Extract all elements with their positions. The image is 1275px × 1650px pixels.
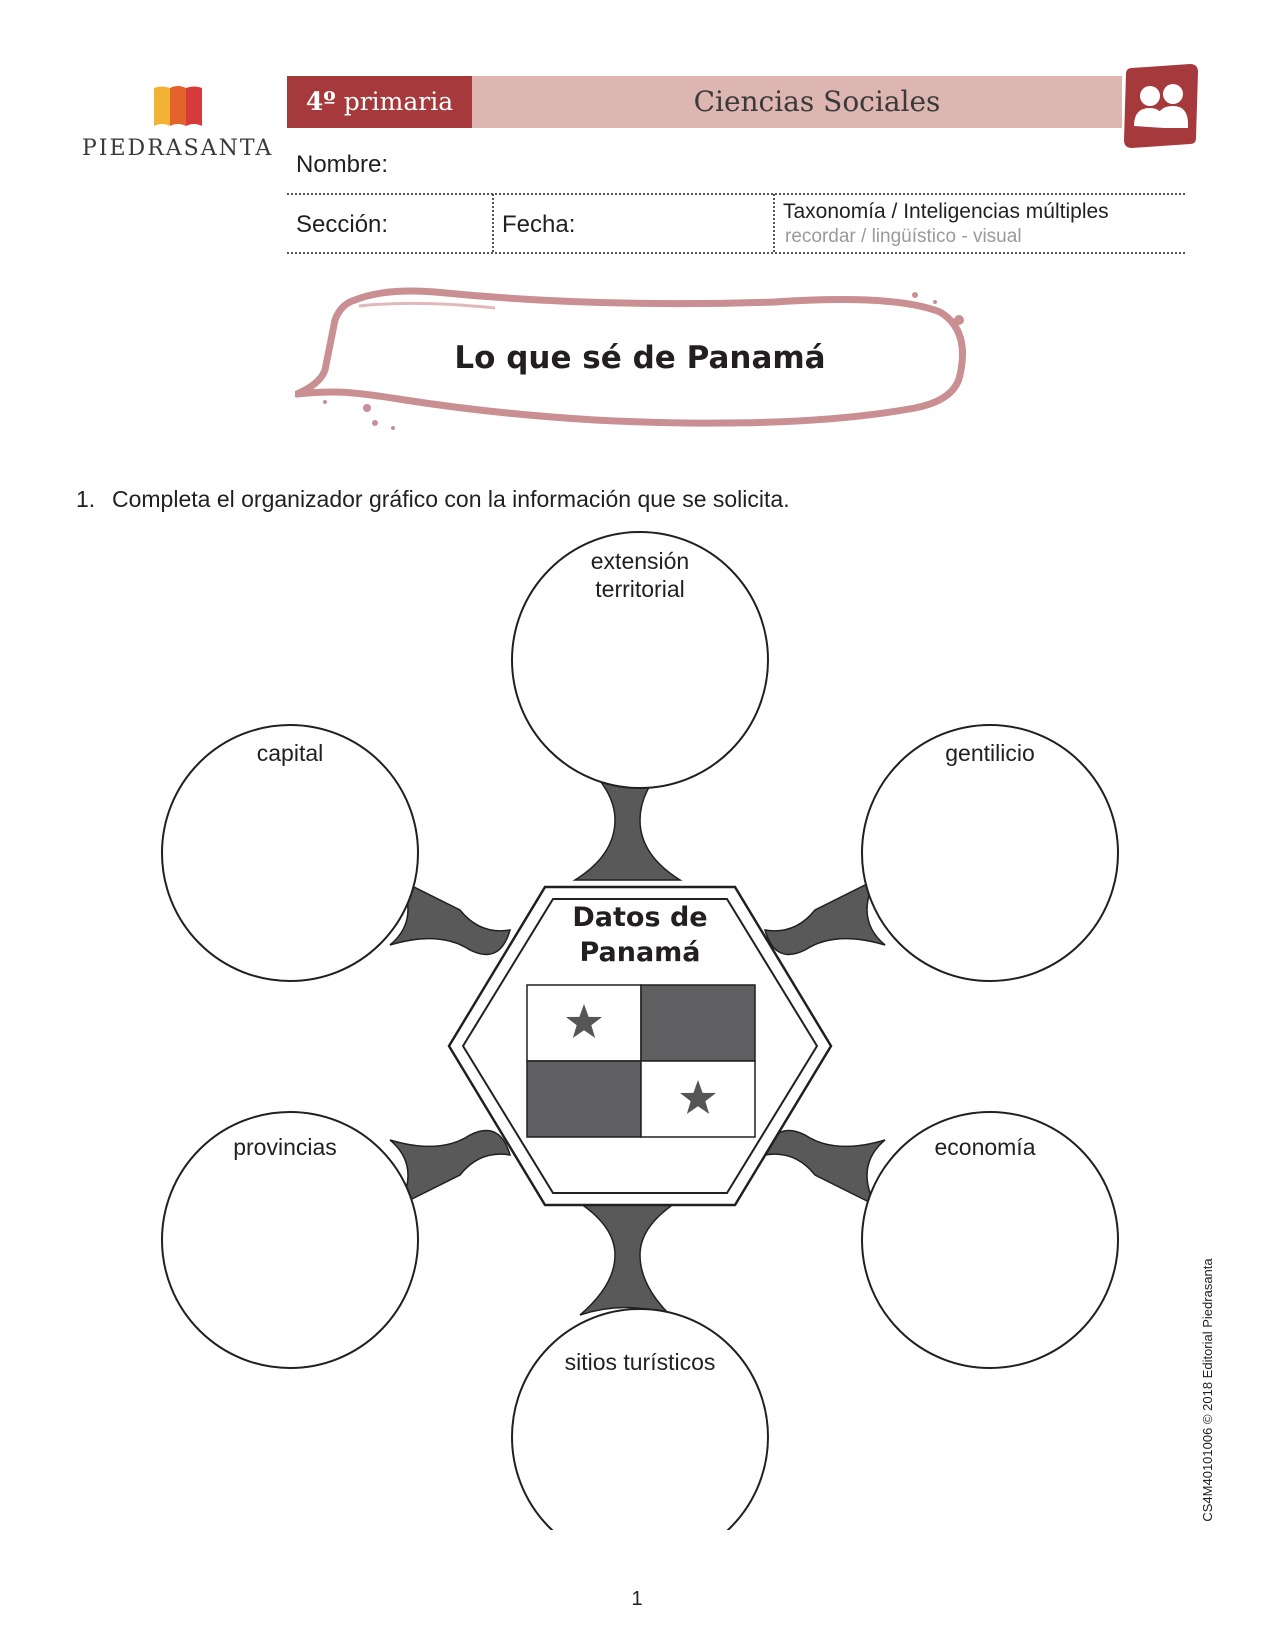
node-label-gentilicio: gentilicio (945, 740, 1035, 766)
taxonomy-detail: recordar / lingüístico - visual (785, 226, 1022, 247)
node-circle-sitios (511, 1308, 769, 1530)
section-label: Sección: (296, 211, 389, 238)
divider (287, 193, 1185, 195)
users-icon (1124, 64, 1198, 148)
instruction-text: Completa el organizador gráfico con la i… (112, 486, 790, 512)
grade-text: primaria (343, 87, 454, 116)
node-circle-gentilicio (861, 724, 1119, 982)
instruction-number: 1. (76, 486, 96, 512)
node-label-line: extensión (590, 548, 690, 574)
star-icon (566, 1004, 602, 1038)
brand-name: PIEDRASANTA (82, 136, 274, 161)
divider (287, 252, 1185, 254)
page-title: Lo que sé de Panamá (454, 340, 826, 376)
node-circle-capital (161, 724, 419, 982)
grade-number: 4º (305, 87, 336, 116)
node-circle-extension (511, 531, 769, 789)
node-circle-provincias (161, 1111, 419, 1369)
date-label: Fecha: (502, 211, 576, 238)
page-number: 1 (631, 1588, 643, 1610)
node-label-line: territorial (595, 576, 685, 602)
graphic-organizer (161, 531, 1119, 1530)
taxonomy-title: Taxonomía / Inteligencias múltiples (783, 200, 1109, 223)
node-circle-economia (861, 1111, 1119, 1369)
connectors (389, 759, 886, 1316)
flag-quadrant (640, 984, 756, 1062)
name-label: Nombre: (296, 151, 389, 178)
subject-title: Ciencias Sociales (472, 76, 1122, 128)
center-title-line: Datos de (572, 902, 708, 933)
divider (773, 194, 775, 252)
connector-lower-right (763, 1129, 886, 1207)
piedrasanta-logo-icon (154, 86, 202, 126)
divider (492, 194, 494, 252)
title-banner-frame (295, 287, 966, 430)
grade-label: 4º primaria (287, 76, 472, 128)
node-label-capital: capital (256, 740, 324, 766)
connector-upper-left (389, 878, 512, 956)
node-label-provincias: provincias (233, 1134, 337, 1160)
node-label-sitios: sitios turísticos (564, 1349, 716, 1375)
center-title-line: Panamá (579, 937, 701, 968)
panama-flag (526, 984, 756, 1138)
star-icon (680, 1080, 716, 1114)
instruction: 1. Completa el organizador gráfico con la… (76, 486, 790, 513)
connector-lower-left (389, 1129, 512, 1207)
node-label-extension: extensión territorial (520, 547, 760, 603)
center-title: Datos de Panamá (540, 900, 740, 970)
connector-upper-right (763, 878, 886, 956)
flag-quadrant (526, 1060, 642, 1138)
credit-text: CS4M40101006 © 2018 Editorial Piedrasant… (1200, 1258, 1215, 1522)
node-label-economia: economía (934, 1134, 1036, 1160)
connector-bottom (572, 1199, 683, 1316)
